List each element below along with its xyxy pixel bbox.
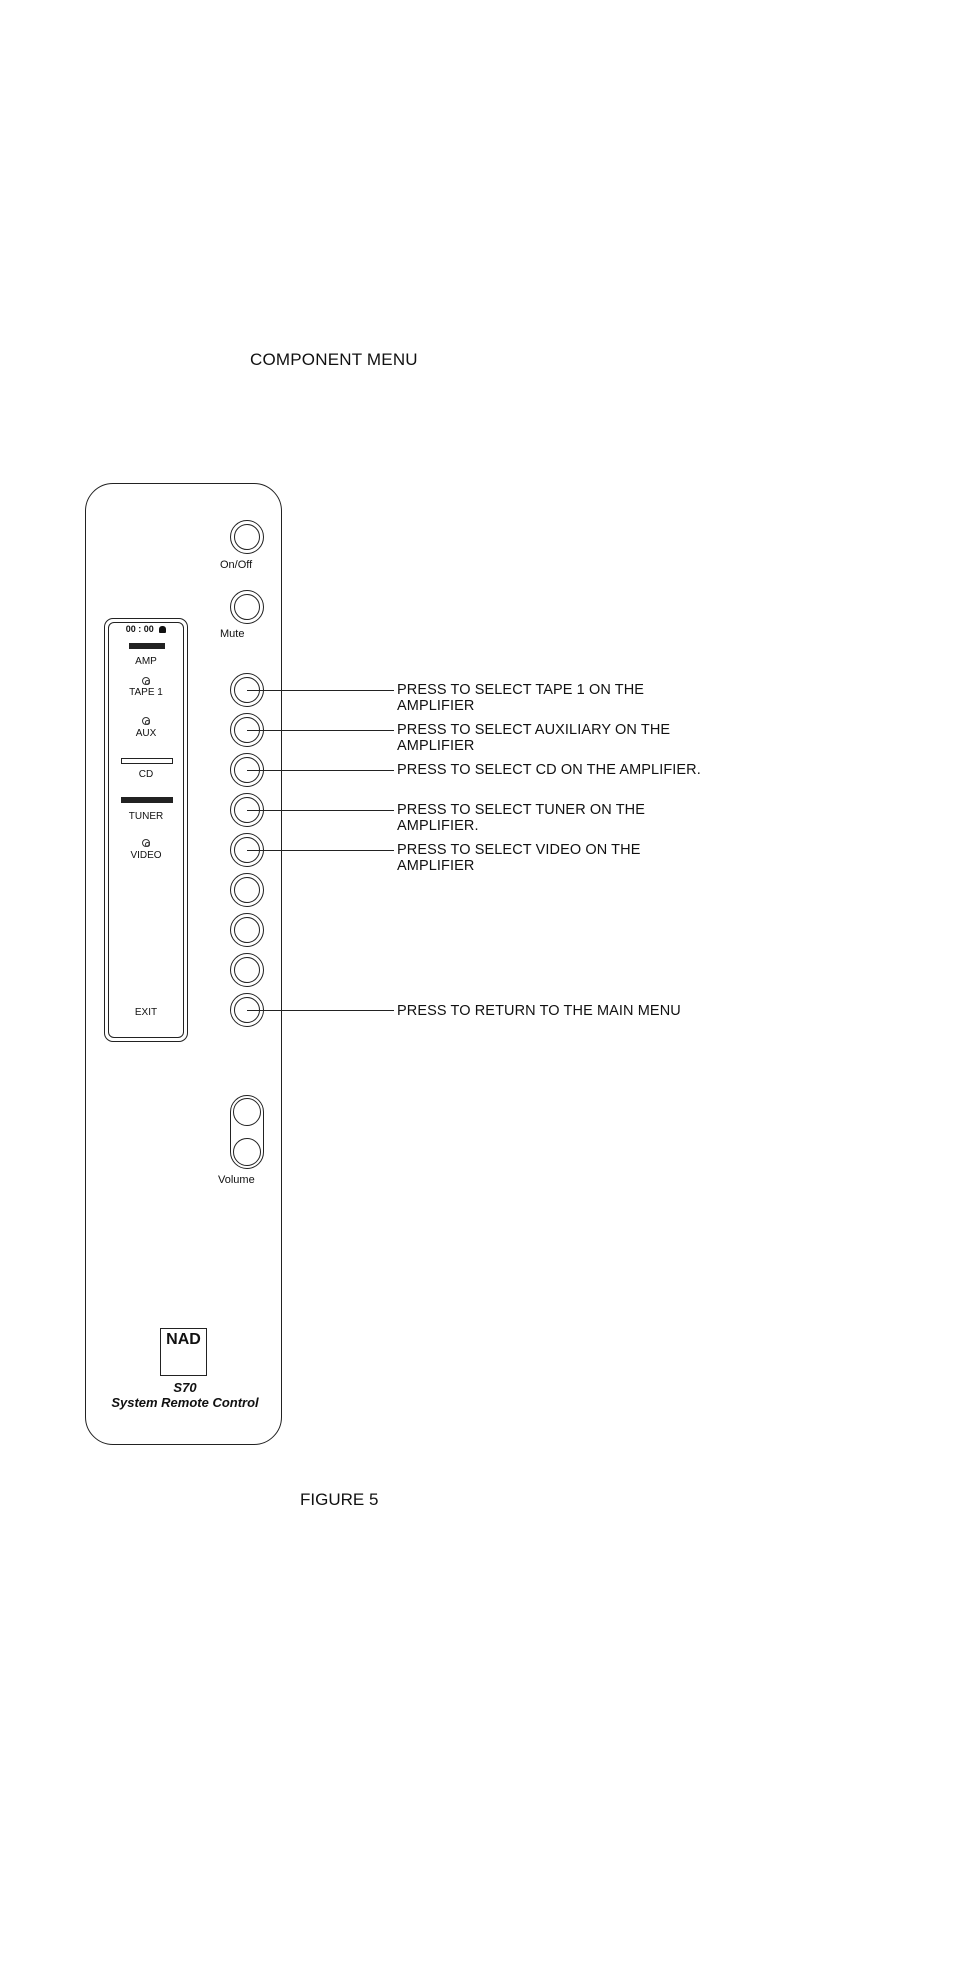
amp-indicator-bar: [129, 643, 165, 649]
callout-line: [247, 690, 394, 691]
display-item-exit: EXIT: [134, 1007, 158, 1018]
on-off-label: On/Off: [220, 559, 253, 571]
volume-down-button[interactable]: [233, 1138, 261, 1166]
lcd-clock: 00 : 00: [104, 624, 188, 634]
display-item-cd: CD: [138, 769, 154, 780]
model-description: System Remote Control: [111, 1395, 259, 1410]
tape1-indicator-icon: [142, 677, 150, 685]
softkey-8-button[interactable]: [230, 953, 264, 987]
display-item-tuner: TUNER: [128, 811, 164, 822]
brand-logo: [160, 1328, 207, 1376]
softkey-7-button[interactable]: [230, 913, 264, 947]
lcd-display-outer: [104, 618, 188, 1042]
display-item-aux: AUX: [135, 728, 157, 739]
callout-line: [247, 810, 394, 811]
volume-rocker: [230, 1095, 264, 1169]
remote-control-body: [85, 483, 282, 1445]
callout-line: [247, 1010, 394, 1011]
cd-indicator-bar: [121, 758, 173, 764]
model-label: S70 System Remote Control: [100, 1380, 270, 1410]
callout-line: [247, 730, 394, 731]
callout-tuner: PRESS TO SELECT TUNER ON THE AMPLIFIER.: [397, 802, 646, 834]
display-item-video: VIDEO: [130, 850, 162, 861]
callout-tape1: PRESS TO SELECT TAPE 1 ON THE AMPLIFIER: [397, 682, 645, 714]
model-number: S70: [173, 1380, 197, 1395]
tuner-indicator-bar: [121, 797, 173, 803]
brand-logo-text: NAD: [166, 1331, 201, 1348]
callout-line: [247, 770, 394, 771]
callout-video: PRESS TO SELECT VIDEO ON THE AMPLIFIER: [397, 842, 641, 874]
figure-caption: FIGURE 5: [300, 1490, 379, 1509]
mute-label: Mute: [220, 628, 245, 640]
callout-line: [247, 850, 394, 851]
lcd-display: [108, 622, 184, 1038]
volume-label: Volume: [218, 1174, 255, 1186]
callout-exit: PRESS TO RETURN TO THE MAIN MENU: [397, 1003, 681, 1019]
on-off-button[interactable]: [230, 520, 264, 554]
softkey-6-button[interactable]: [230, 873, 264, 907]
callout-aux: PRESS TO SELECT AUXILIARY ON THE AMPLIFI…: [397, 722, 671, 754]
mute-button[interactable]: [230, 590, 264, 624]
callout-cd: PRESS TO SELECT CD ON THE AMPLIFIER.: [397, 762, 701, 778]
aux-indicator-icon: [142, 717, 150, 725]
bell-icon: [159, 626, 167, 633]
display-item-amp: AMP: [135, 656, 157, 667]
video-indicator-icon: [142, 839, 150, 847]
page-title: COMPONENT MENU: [250, 350, 418, 369]
display-item-tape1: TAPE 1: [129, 687, 163, 698]
volume-up-button[interactable]: [233, 1098, 261, 1126]
